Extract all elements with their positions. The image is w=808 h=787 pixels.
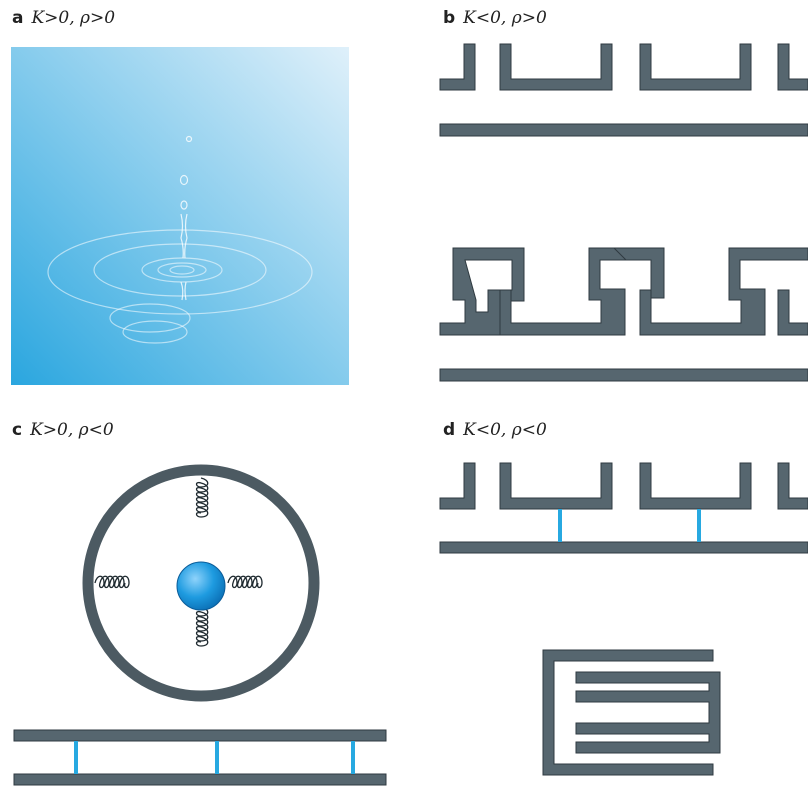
mass-ball <box>177 562 225 610</box>
spring-left <box>95 576 129 587</box>
wire-bar-top <box>440 124 808 136</box>
split-ring-resonator-icon <box>440 44 808 381</box>
meander-resonator-row <box>440 248 808 381</box>
wire-connected-resonator-icon <box>440 463 808 775</box>
wire-bar-mid <box>440 369 808 381</box>
parallel-plate-resonator <box>14 730 386 785</box>
connector-2 <box>697 509 701 542</box>
spring-bottom <box>197 607 208 646</box>
connector-1 <box>558 509 562 542</box>
water-background <box>11 47 349 385</box>
connected-u-row <box>440 463 808 553</box>
mass-in-shell-with-springs-icon <box>14 470 386 785</box>
u-resonator-row <box>440 44 808 136</box>
spring-top <box>197 478 208 517</box>
water-drop-ripple-icon <box>11 47 349 385</box>
coiled-meander <box>543 650 720 775</box>
spring-right <box>228 576 262 587</box>
